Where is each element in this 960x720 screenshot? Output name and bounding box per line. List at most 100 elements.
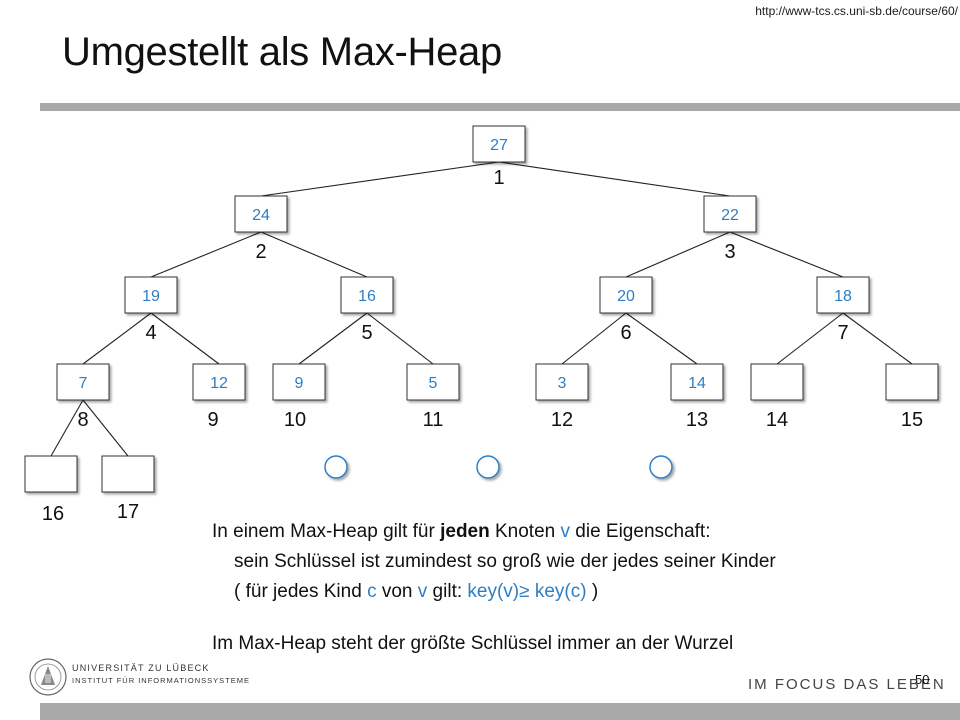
heap-node-box <box>472 125 526 163</box>
heap-node-box <box>885 363 939 401</box>
heap-node-index: 2 <box>255 241 266 263</box>
heap-edge-5-10 <box>298 312 368 365</box>
heap-edges <box>50 161 913 457</box>
heap-node-1: 27 1 <box>472 125 526 189</box>
heap-node-key: 18 <box>834 288 852 305</box>
heap-node-key: 12 <box>210 375 228 392</box>
heap-edge-3-7 <box>729 231 844 278</box>
university-name: UNIVERSITÄT ZU LÜBECK <box>72 663 210 673</box>
heap-node-box <box>124 276 178 314</box>
heap-node-box <box>340 276 394 314</box>
top-divider <box>40 103 960 111</box>
heap-node-4: 19 4 <box>124 276 178 344</box>
heap-node-key: 16 <box>358 288 376 305</box>
heap-node-box <box>56 363 110 401</box>
property-line-1: In einem Max-Heap gilt für jeden Knoten … <box>212 521 711 542</box>
heap-node-9: 12 9 <box>192 363 246 431</box>
heap-node-box <box>234 195 288 233</box>
heap-node-index: 4 <box>145 322 156 344</box>
heap-node-3: 22 3 <box>703 195 757 263</box>
heap-node-box <box>192 363 246 401</box>
page-number: 50 <box>915 672 930 687</box>
heap-node-13: 14 13 <box>670 363 724 431</box>
heap-node-index: 6 <box>620 322 631 344</box>
heap-edge-7-14 <box>776 312 844 365</box>
heap-edge-6-12 <box>561 312 627 365</box>
ellipsis-circles <box>324 455 673 479</box>
ellipsis-circle-1 <box>324 455 348 479</box>
heap-node-key: 27 <box>490 137 508 154</box>
ellipsis-circle-2 <box>476 455 500 479</box>
heap-node-6: 20 6 <box>599 276 653 344</box>
heap-node-box <box>703 195 757 233</box>
heap-node-index: 17 <box>117 501 139 523</box>
university-seal-icon <box>29 658 67 696</box>
heap-node-index: 12 <box>551 409 573 431</box>
heap-node-index: 10 <box>284 409 306 431</box>
heap-node-box <box>272 363 326 401</box>
heap-node-index: 13 <box>686 409 708 431</box>
heap-node-key: 7 <box>79 375 88 392</box>
heap-node-7: 18 7 <box>816 276 870 344</box>
heap-edge-3-6 <box>625 231 731 278</box>
heap-node-box <box>599 276 653 314</box>
institute-name: INSTITUT FÜR INFORMATIONSSYSTEME <box>72 676 250 685</box>
heap-node-box <box>750 363 804 401</box>
heap-edge-2-5 <box>260 231 368 278</box>
heap-node-index: 1 <box>493 167 504 189</box>
heap-node-key: 24 <box>252 207 270 224</box>
heap-node-index: 8 <box>77 409 88 431</box>
heap-node-index: 3 <box>724 241 735 263</box>
heap-node-key: 9 <box>295 375 304 392</box>
heap-node-key: 5 <box>429 375 438 392</box>
property-line-2: sein Schlüssel ist zumindest so groß wie… <box>234 551 776 572</box>
heap-node-16: 16 <box>24 455 78 525</box>
heap-node-key: 22 <box>721 207 739 224</box>
heap-node-key: 14 <box>688 375 706 392</box>
heap-edge-8-16 <box>50 399 84 457</box>
heap-node-15: 15 <box>885 363 939 431</box>
heap-node-2: 24 2 <box>234 195 288 263</box>
heap-edge-4-9 <box>150 312 220 365</box>
heap-node-17: 17 <box>101 455 155 523</box>
heap-node-5: 16 5 <box>340 276 394 344</box>
heap-node-box <box>535 363 589 401</box>
heap-edge-8-17 <box>82 399 129 457</box>
heap-node-8: 78 <box>56 363 110 431</box>
heap-node-box <box>670 363 724 401</box>
heap-node-14: 14 <box>750 363 804 431</box>
heap-node-index: 7 <box>837 322 848 344</box>
heap-node-index: 11 <box>423 409 444 431</box>
bottom-divider <box>40 703 960 720</box>
heap-node-key: 3 <box>558 375 567 392</box>
heap-edge-1-2 <box>260 161 500 197</box>
heap-node-11: 5 11 <box>406 363 460 431</box>
ellipsis-circle-3 <box>649 455 673 479</box>
heap-node-index: 5 <box>361 322 372 344</box>
heap-node-key: 19 <box>142 288 160 305</box>
heap-node-index: 16 <box>42 503 64 525</box>
heap-node-index: 15 <box>901 409 923 431</box>
root-statement: Im Max-Heap steht der größte Schlüssel i… <box>212 633 734 654</box>
source-url: http://www-tcs.cs.uni-sb.de/course/60/ <box>755 4 958 18</box>
heap-node-index: 9 <box>207 409 218 431</box>
heap-edge-2-4 <box>150 231 262 278</box>
heap-edge-1-3 <box>498 161 731 197</box>
heap-node-10: 9 10 <box>272 363 326 431</box>
heap-edge-4-8 <box>82 312 152 365</box>
heap-edge-6-13 <box>625 312 698 365</box>
slide-title: Umgestellt als Max-Heap <box>62 30 502 74</box>
heap-edge-5-11 <box>366 312 434 365</box>
heap-node-box <box>24 455 78 493</box>
heap-edge-7-15 <box>842 312 913 365</box>
heap-node-12: 3 12 <box>535 363 589 431</box>
heap-node-box <box>101 455 155 493</box>
heap-node-index: 14 <box>766 409 788 431</box>
property-line-3: ( für jedes Kind c von v gilt: key(v)≥ k… <box>234 581 599 602</box>
heap-node-box <box>816 276 870 314</box>
heap-node-box <box>406 363 460 401</box>
heap-node-key: 20 <box>617 288 635 305</box>
university-slogan: IM FOCUS DAS LEBEN <box>748 676 946 693</box>
